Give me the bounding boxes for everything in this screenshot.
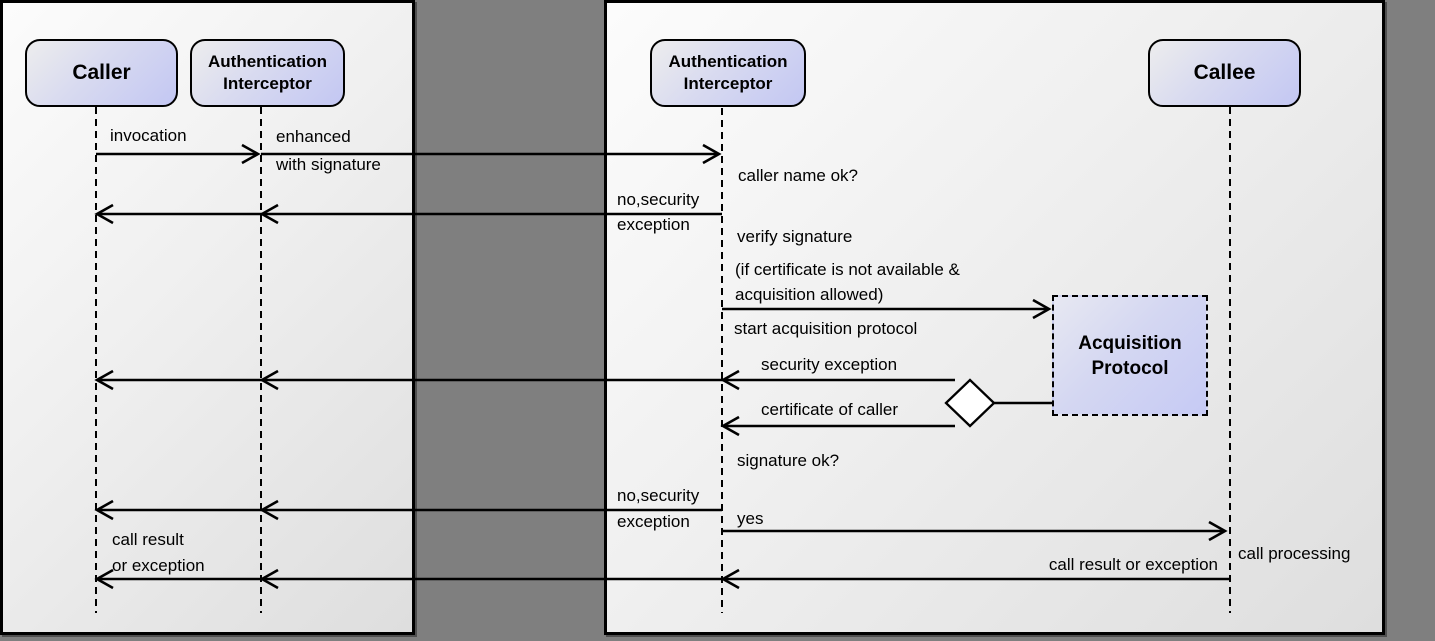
arrowhead-left-icon: [720, 369, 740, 391]
label-no-security-2: no,security: [617, 486, 700, 505]
acquisition-protocol-box: Acquisition Protocol: [1052, 295, 1208, 416]
actor-box-auth-interceptor-right: Authentication Interceptor: [650, 39, 806, 107]
label-with-signature: with signature: [276, 155, 381, 174]
actor-label: Interceptor: [683, 74, 773, 93]
label-certificate-of-caller: certificate of caller: [761, 400, 898, 419]
actor-box-auth-interceptor-left: Authentication Interceptor: [190, 39, 345, 107]
actor-label: Caller: [72, 61, 131, 84]
label-call-result-or-exception: call result or exception: [1048, 555, 1218, 574]
arrowhead-left-icon: [94, 203, 114, 225]
actor-label: Interceptor: [223, 74, 312, 93]
arrowhead-right-icon: [702, 143, 722, 165]
label-no-security-1: no,security: [617, 190, 700, 209]
actor-label: Callee: [1193, 61, 1256, 84]
label-call-result: call result: [112, 530, 184, 549]
arrowhead-right-icon: [1032, 298, 1052, 320]
arrowhead-right-icon: [241, 143, 261, 165]
label-enhanced: enhanced: [276, 127, 351, 146]
label-security-exception: security exception: [761, 355, 898, 374]
arrowhead-left-icon: [259, 568, 279, 590]
decision-diamond-icon: [944, 378, 996, 428]
label-start-acquisition: start acquisition protocol: [734, 319, 918, 338]
actor-label: Acquisition: [1078, 332, 1182, 354]
arrowhead-left-icon: [259, 203, 279, 225]
arrowhead-left-icon: [720, 568, 740, 590]
label-acquisition-allowed: acquisition allowed): [735, 285, 884, 304]
actor-label: Authentication: [668, 52, 788, 71]
arrowhead-left-icon: [720, 415, 740, 437]
label-verify-signature: verify signature: [737, 227, 853, 246]
arrowhead-left-icon: [94, 499, 114, 521]
actor-label: Protocol: [1091, 357, 1169, 379]
actor-box-callee: Callee: [1148, 39, 1301, 107]
message-arrows: [94, 143, 1230, 590]
arrowhead-left-icon: [259, 499, 279, 521]
arrowhead-left-icon: [94, 369, 114, 391]
label-if-certificate: (if certificate is not available &: [735, 260, 960, 279]
label-caller-name-ok: caller name ok?: [738, 166, 859, 185]
label-signature-ok: signature ok?: [737, 451, 840, 470]
label-exception-2: exception: [617, 512, 690, 531]
arrowhead-left-icon: [94, 568, 114, 590]
lifelines: [95, 107, 1231, 613]
label-or-exception: or exception: [112, 556, 205, 575]
label-call-processing: call processing: [1238, 544, 1351, 563]
arrowhead-left-icon: [259, 369, 279, 391]
actor-label: Authentication: [208, 52, 327, 71]
label-invocation: invocation: [110, 126, 187, 145]
label-yes: yes: [737, 509, 764, 528]
arrowhead-right-icon: [1208, 520, 1228, 542]
label-exception-1: exception: [617, 215, 690, 234]
actor-box-caller: Caller: [25, 39, 178, 107]
